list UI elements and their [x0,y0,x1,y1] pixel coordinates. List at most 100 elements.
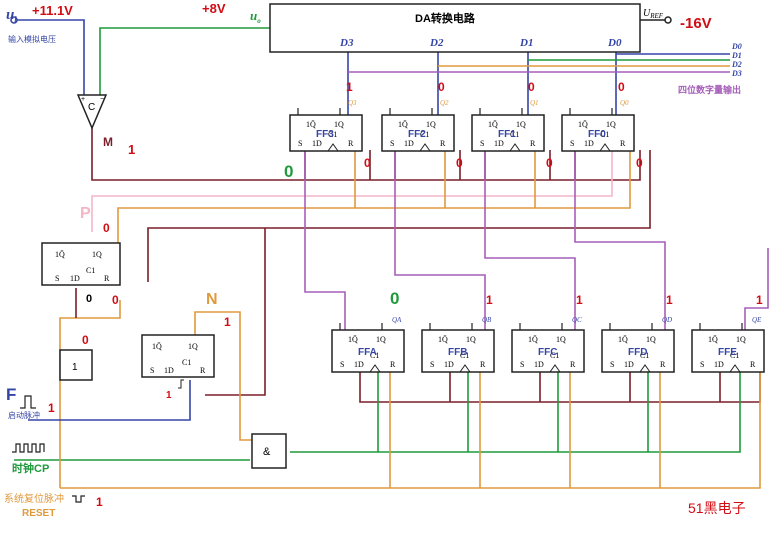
comparator-label: C [88,102,95,113]
ff-top-0-clock-triangle-icon [327,143,339,152]
ff-bottom-1-box [421,329,495,373]
ff-bottom-2-q-label: QC [572,316,582,324]
p-ff-r-value: 0 [112,293,119,307]
ff-top-0-r-pin: R [348,139,354,148]
ff-top-1-output-stubs [389,108,433,115]
ff-bottom-1-q-value: 1 [486,293,493,307]
n-ff-clk-pin: C1 [182,358,191,367]
output-symbol: uo [250,8,261,25]
ff-bottom-3-box [601,329,675,373]
ff-bottom-2-q-value: 1 [576,293,583,307]
ff-bottom-4-d-pin: 1D [714,360,724,369]
n-ff-clk-value: 1 [166,390,172,401]
ff-bottom-4-q-pin: 1Q [736,335,746,344]
ff-top-1-clk-pin: C1 [420,130,429,139]
ff-bottom-2-box [511,329,585,373]
comparator-output-value: 1 [128,142,135,157]
ff-top-2-output-stubs [479,108,523,115]
ff-bottom-4-r-pin: R [750,360,756,369]
p-ff-d-value: 0 [86,293,92,305]
ff-top-1-r-pin: R [440,139,446,148]
ff-top-1-q-value: 0 [438,80,445,94]
ff-bottom-2-clk-pin: C1 [550,351,559,360]
ff-top-1-clock-triangle-icon [419,143,431,152]
and-gate-box [251,433,287,469]
ff-bottom-3-r-pin: R [660,360,666,369]
comparator-plus: + [81,96,85,103]
input-terminal [10,16,18,24]
ff-top-0-q-pin: 1Q [334,120,344,129]
watermark: 51黑电子 [688,500,746,516]
ff-top-2-q-label: Q1 [530,99,539,107]
dac-output-wire [99,27,270,95]
p-ff-q-pin: 1Q [92,250,102,259]
ff-top-0-q-label: Q3 [348,99,357,107]
orange-n-lines [59,300,252,488]
ff-bottom-4-q-label: QE [752,316,762,324]
start-signal-name: F [6,385,16,404]
ff-bottom-3-clk-pin: C1 [640,351,649,360]
ff-bottom-4-name: FFE [718,347,737,358]
dac-box [269,3,641,53]
comparator-triangle [76,94,108,130]
ff-bottom-0-qbar-pin: 1Q̄ [348,335,358,344]
orange-drops [354,150,536,208]
ff-bottom-4-s-pin: S [700,360,704,369]
vcc-label: +8V [202,1,226,16]
ff-top-3-clk-pin: C1 [600,130,609,139]
ff-bottom-0-q-pin: 1Q [376,335,386,344]
ff-bottom-1-q-label: QB [482,316,492,324]
ff-top-0-name: FF3 [316,129,334,140]
p-ff-d-pin: 1D [70,274,80,283]
ff-top-3-clock-triangle-icon [599,143,611,152]
ff-bottom-1-qbar-pin: 1Q̄ [438,335,448,344]
ff-top-0-s-value: 0 [284,162,293,181]
p-ff-r-pin: R [104,274,110,283]
p-flipflop-box [41,242,121,286]
ff-bottom-4-clock-triangle-icon [729,364,741,373]
n-ff-rise-icon [178,379,184,389]
p-ff-s-pin: S [55,274,59,283]
ff-top-1-q-label: Q2 [440,99,449,107]
ff-bottom-3-q-pin: 1Q [646,335,656,344]
n-ff-r-pin: R [200,366,206,375]
ff-top-3-name: FF0 [588,129,606,140]
ff-top-3-s-pin: S [570,139,574,148]
reset-value: 1 [96,495,103,509]
ff-bottom-3-clock-triangle-icon [639,364,651,373]
ff-top-1-q-pin: 1Q [426,120,436,129]
ff-bottom-2-output-stubs [519,323,563,330]
clock-caption: 时钟CP [12,461,49,475]
dac-pin-d2: D2 [429,37,444,49]
n-ff-s-pin: S [150,366,154,375]
ff-top-3-d-pin: 1D [584,139,594,148]
ff-bottom-2-r-pin: R [570,360,576,369]
and-gate-label: & [263,446,271,458]
dac-title: DA转换电路 [415,11,476,25]
ff-top-0-box [289,114,363,152]
input-wire [14,19,85,95]
ff-top-3-q-label: Q0 [620,99,629,107]
reset-bus [60,372,761,489]
n-flipflop-box [141,334,215,378]
start-pulse-icon [20,395,36,409]
ff-bottom-1-clk-pin: C1 [460,351,469,360]
ff-bottom-3-name: FFD [628,347,647,358]
ff-bottom-3-s-pin: S [610,360,614,369]
ff-bottom-4-box [691,329,765,373]
ff-top-1-r-value: 0 [456,156,463,170]
ff-top-2-qbar-pin: 1Q̄ [488,120,498,129]
ff-top-2-q-pin: 1Q [516,120,526,129]
ff-bottom-2-d-pin: 1D [534,360,544,369]
ff-top-3-q-pin: 1Q [606,120,616,129]
n-ff-qbar-pin: 1Q̄ [152,342,162,351]
purple-q3 [304,150,346,330]
ff-top-0-r-value: 0 [364,156,371,170]
d-lines [347,48,617,115]
